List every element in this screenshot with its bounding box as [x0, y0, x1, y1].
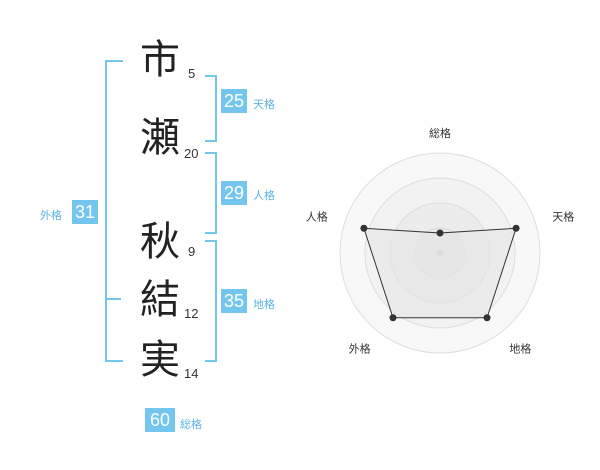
chikaku-label: 地格 [253, 298, 275, 311]
radar-axis-label-2: 地格 [509, 341, 531, 355]
stroke-count-5: 14 [184, 366, 199, 381]
name-char-4: 結 [140, 277, 180, 323]
soukaku-value: 60 [145, 408, 175, 432]
radar-point-0 [436, 229, 444, 237]
name-char-1: 市 [140, 37, 180, 83]
name-char-5: 実 [140, 337, 180, 383]
stroke-count-2: 20 [184, 146, 199, 161]
stroke-count-3: 9 [188, 244, 196, 259]
stroke-count-1: 5 [188, 66, 196, 81]
jinkaku-label: 人格 [253, 189, 275, 202]
gaikaku-bracket [105, 60, 123, 362]
radar-point-4 [360, 224, 368, 232]
radar-point-1 [512, 224, 520, 232]
name-char-3: 秋 [140, 219, 180, 265]
jinkaku-bracket [205, 152, 217, 234]
radar-axis-label-3: 外格 [349, 341, 371, 355]
radar-axis-label-4: 人格 [306, 210, 328, 224]
jinkaku-value: 29 [221, 181, 247, 205]
radar-axis-label-0: 総格 [429, 126, 451, 140]
gaikaku-value: 31 [72, 200, 98, 224]
radar-point-3 [389, 314, 397, 322]
soukaku-label: 総格 [180, 418, 202, 431]
chikaku-bracket [205, 240, 217, 362]
gaikaku-bracket-divider [105, 298, 121, 300]
radar-point-2 [483, 314, 491, 322]
radar-axis-label-1: 天格 [552, 210, 574, 224]
stroke-count-4: 12 [184, 306, 199, 321]
radar-series-polygon [363, 227, 517, 319]
tenkaku-label: 天格 [253, 98, 275, 111]
tenkaku-bracket [205, 75, 217, 142]
name-char-2: 瀬 [140, 115, 180, 161]
tenkaku-value: 25 [221, 89, 247, 113]
chikaku-value: 35 [221, 289, 247, 313]
gaikaku-label: 外格 [40, 209, 62, 222]
